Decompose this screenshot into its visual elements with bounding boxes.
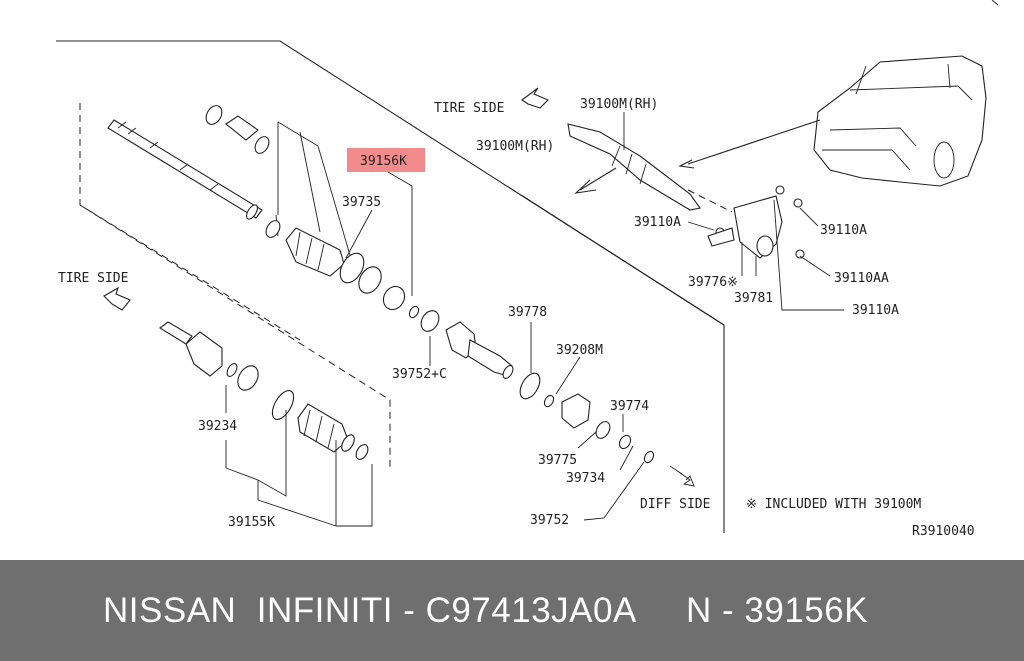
part-label-39110a-2[interactable]: 39110A bbox=[820, 223, 867, 238]
part-label-39110a-1[interactable]: 39110A bbox=[634, 215, 681, 230]
part-label-39234[interactable]: 39234 bbox=[198, 419, 237, 434]
part-label-39752c[interactable]: 39752+C bbox=[392, 367, 447, 382]
bracket-assembly bbox=[707, 185, 805, 259]
small-boot-parts bbox=[205, 105, 270, 154]
part-label-39774[interactable]: 39774 bbox=[610, 399, 649, 414]
diff-side-label: DIFF SIDE bbox=[640, 497, 710, 512]
dashed-box-shaft bbox=[79, 103, 391, 470]
diff-side-arrow bbox=[669, 465, 695, 487]
inner-shaft bbox=[107, 119, 263, 220]
tire-side-arrow-top bbox=[521, 87, 549, 109]
included-note: ※ INCLUDED WITH 39100M bbox=[746, 497, 921, 512]
tire-side-label-top: TIRE SIDE bbox=[434, 101, 504, 116]
tire-side-arrow-left bbox=[103, 286, 131, 311]
part-label-39735[interactable]: 39735 bbox=[342, 195, 381, 210]
part-label-39110aa[interactable]: 39110AA bbox=[834, 271, 889, 286]
parts-diagram: TIRE SIDE TIRE SIDE DIFF SIDE 39100M(RH)… bbox=[56, 0, 999, 539]
part-label-39100m-top[interactable]: 39100M(RH) bbox=[580, 97, 658, 112]
reference-code: R3910040 bbox=[912, 524, 975, 539]
vehicle-illustration bbox=[813, 55, 987, 187]
part-label-39734[interactable]: 39734 bbox=[566, 471, 605, 486]
part-label-39208m[interactable]: 39208M bbox=[556, 343, 603, 358]
footer-part-info: NISSAN INFINITI - C97413JA0A N - 39156K bbox=[103, 590, 869, 630]
outline-frame bbox=[56, 40, 725, 533]
inner-boot-assembly bbox=[159, 321, 369, 460]
part-label-39752[interactable]: 39752 bbox=[530, 513, 569, 528]
cv-joint-outer bbox=[445, 321, 514, 379]
part-label-39110a-3[interactable]: 39110A bbox=[852, 303, 899, 318]
part-label-39155k[interactable]: 39155K bbox=[228, 515, 275, 530]
part-label-39156k[interactable]: 39156K bbox=[360, 154, 407, 169]
part-label-39100m-center[interactable]: 39100M(RH) bbox=[476, 139, 554, 154]
outer-boot bbox=[265, 220, 440, 332]
part-label-39781[interactable]: 39781 bbox=[734, 291, 773, 306]
tire-side-label-left: TIRE SIDE bbox=[58, 271, 128, 286]
part-label-39776[interactable]: 39776※ bbox=[688, 275, 738, 290]
small-driveshaft bbox=[567, 123, 733, 213]
diff-side-parts bbox=[519, 372, 655, 464]
highlight-box bbox=[347, 148, 425, 172]
footer-bar: NISSAN INFINITI - C97413JA0A N - 39156K bbox=[0, 560, 1024, 661]
part-label-39778[interactable]: 39778 bbox=[508, 305, 547, 320]
part-label-39775[interactable]: 39775 bbox=[538, 453, 577, 468]
